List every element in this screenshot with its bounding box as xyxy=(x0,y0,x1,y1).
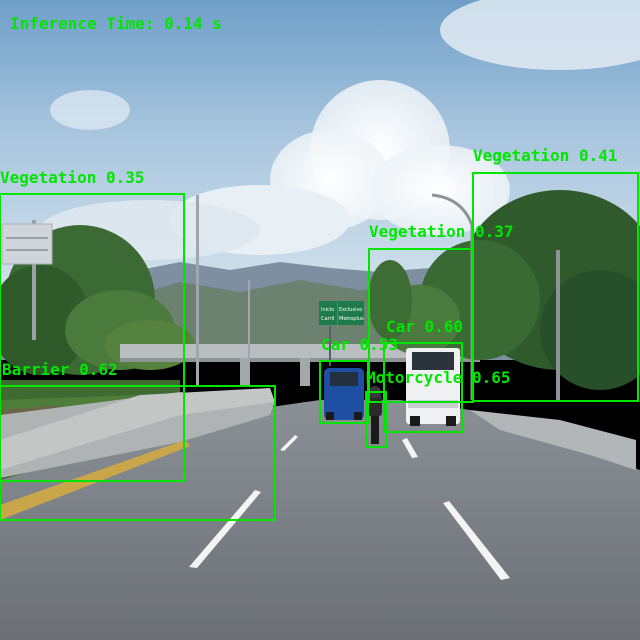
detection-label: Vegetation 0.41 xyxy=(473,146,618,165)
detection-label: Vegetation 0.37 xyxy=(369,222,514,241)
vehicle-white-truck xyxy=(406,348,460,426)
sign-line: Carril xyxy=(321,316,334,322)
detection-box xyxy=(319,360,369,424)
street-lights xyxy=(196,193,560,400)
detection-label: Motorcycle 0.65 xyxy=(366,368,511,387)
detection-box xyxy=(0,193,185,482)
detection-label: Car 0.60 xyxy=(386,317,464,336)
detection-box xyxy=(368,248,474,403)
detection-label: Vegetation 0.35 xyxy=(0,168,145,187)
road xyxy=(0,388,640,640)
sign-line: Metroplus xyxy=(339,316,364,322)
inference-time-label: Inference Time: 0.14 s xyxy=(10,14,222,33)
right-vegetation xyxy=(368,190,640,390)
detection-label: Barrier 0.62 xyxy=(2,360,118,379)
detection-box xyxy=(0,385,276,521)
sign-line: Exclusivo xyxy=(339,307,362,313)
direction-signs: Inicio Carril Exclusivo Metroplus xyxy=(319,301,364,366)
overpass xyxy=(120,344,480,386)
billboard-left xyxy=(1,220,53,340)
vehicle-blue-car xyxy=(324,368,364,420)
detection-box xyxy=(472,172,639,402)
detection-box xyxy=(365,391,387,448)
detection-label: Car 0.53 xyxy=(321,335,399,354)
detection-box xyxy=(383,342,463,433)
sign-line: Inicio xyxy=(321,307,334,313)
